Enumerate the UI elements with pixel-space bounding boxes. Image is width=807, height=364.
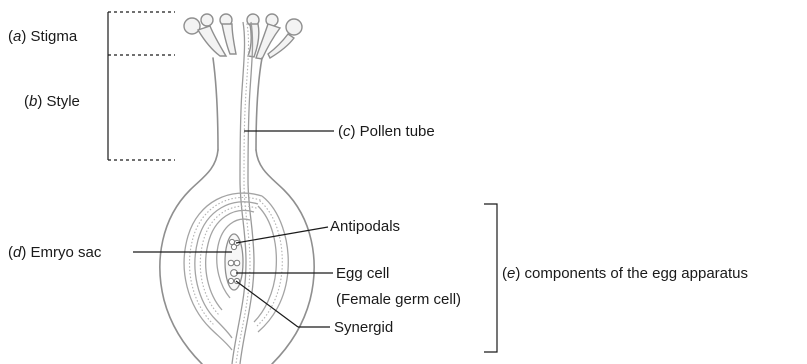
egg-apparatus-bracket <box>484 204 497 352</box>
label-egg-apparatus: (e) components of the egg apparatus <box>502 265 748 282</box>
stigma-style-bracket <box>108 12 175 160</box>
label-synergid: Synergid <box>334 319 393 336</box>
synergid-leader <box>236 281 298 327</box>
label-pollen-tube-text: Pollen tube <box>360 123 435 140</box>
label-embryo-sac-text: Emryo sac <box>31 244 102 261</box>
label-style: (b) Style <box>24 93 80 110</box>
label-stigma: (a) Stigma <box>8 28 78 45</box>
pistil-illustration <box>160 14 314 364</box>
label-egg-cell: Egg cell <box>336 265 389 282</box>
label-stigma-letter: a <box>13 28 21 45</box>
label-egg-cell-note: (Female germ cell) <box>336 291 461 308</box>
label-stigma-text: Stigma <box>31 28 78 45</box>
label-embryo-sac-letter: d <box>13 244 22 261</box>
style-outline <box>213 58 262 150</box>
label-egg-apparatus-letter: e <box>507 265 515 282</box>
label-style-text: Style <box>47 93 80 110</box>
stigma-lobes <box>184 14 302 59</box>
antipodals-leader <box>236 227 328 243</box>
label-pollen-tube: (c) Pollen tube <box>338 123 435 140</box>
label-antipodals: Antipodals <box>330 218 400 235</box>
label-egg-apparatus-text: components of the egg apparatus <box>525 265 749 282</box>
label-pollen-tube-letter: c <box>343 123 351 140</box>
label-style-letter: b <box>29 93 37 110</box>
label-embryo-sac: (d) Emryo sac <box>8 244 102 261</box>
